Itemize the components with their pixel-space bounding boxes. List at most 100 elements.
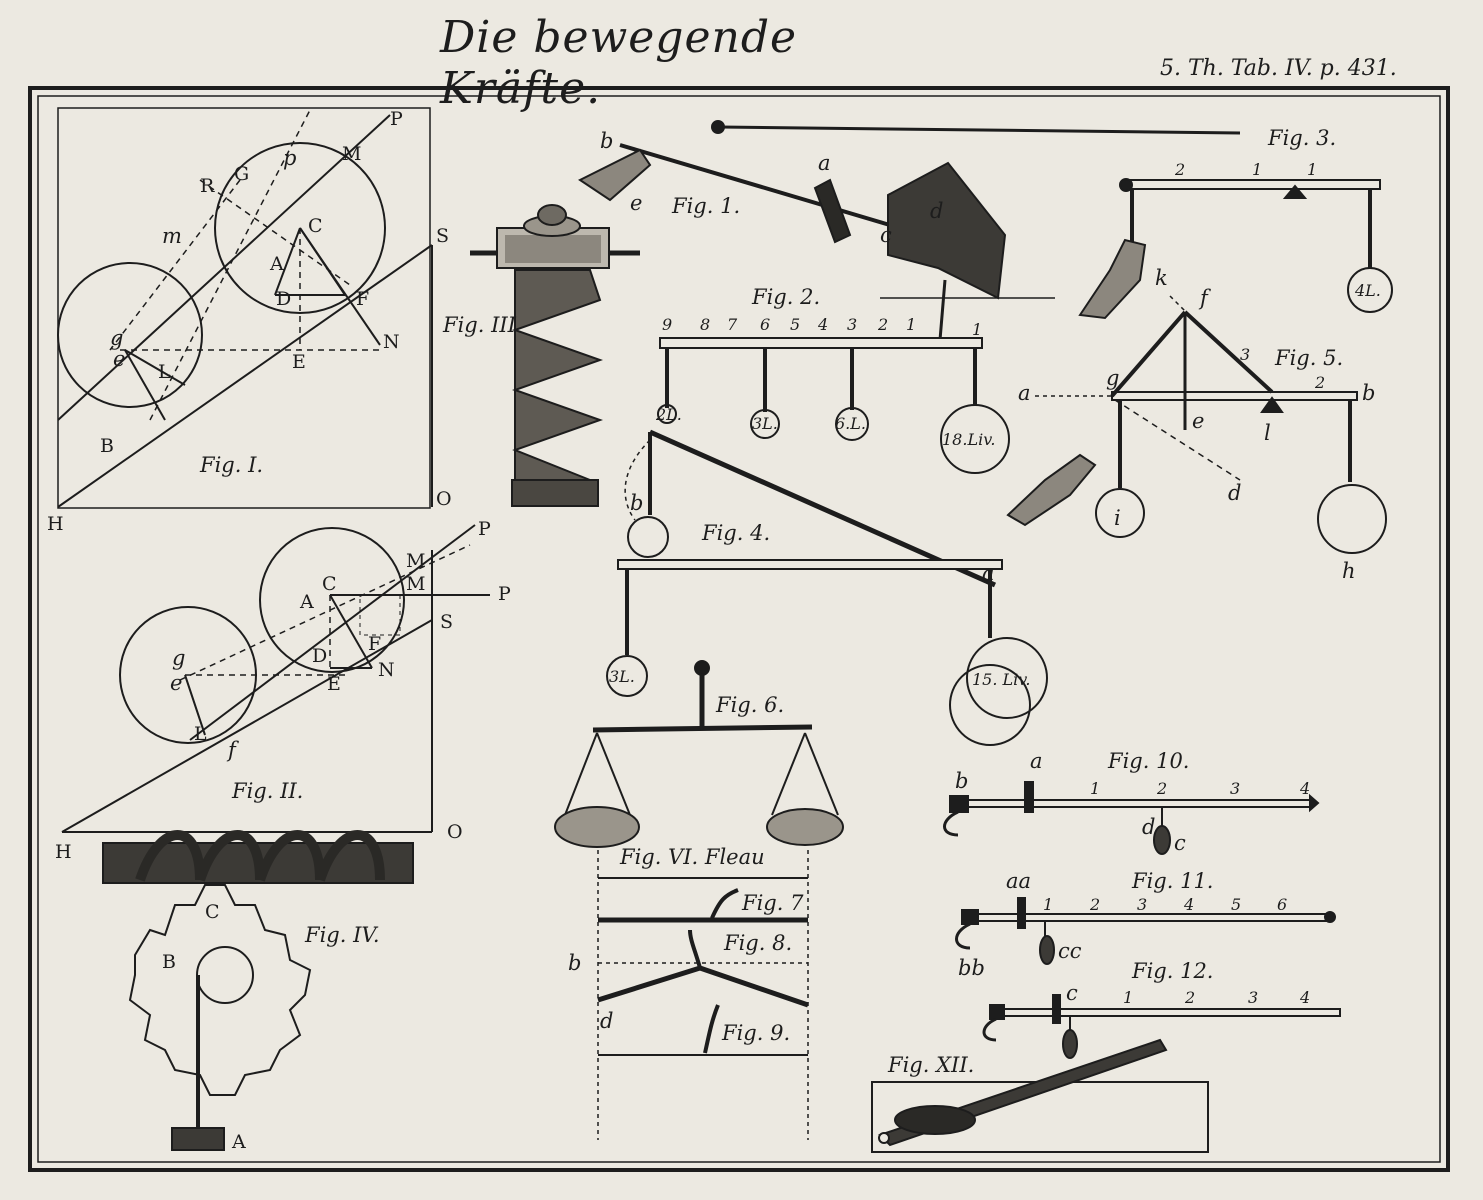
fig-10-steelyard [943, 781, 1320, 855]
fig-2-weight-2L: 2L. [655, 405, 682, 424]
fig-4-weight-15Liv: 15. Liv. [972, 670, 1031, 689]
fig-5-label-a: a [1018, 381, 1031, 405]
fig-2-balance [657, 337, 1010, 474]
fig-7-caption: Fig. 7 [741, 891, 804, 915]
fig-II-label-H: H [55, 841, 72, 863]
fig-11-labels: Fig. 11. aa 1 2 3 4 5 6 bb cc [958, 869, 1287, 980]
fig-5-label-f: f [1198, 286, 1211, 310]
fig-II-label-E: E [327, 673, 341, 695]
fig-11-scale-2: 2 [1089, 895, 1100, 914]
fig-2-scale-2: 2 [877, 315, 888, 334]
fig-2-weight-6L: 6.L. [835, 414, 866, 433]
fig-1-caption: Fig. 1. [671, 194, 740, 218]
fig-10-scale-4: 4 [1299, 779, 1310, 798]
plate-frame-inner [37, 95, 1441, 1163]
fig-11-caption: Fig. 11. [1131, 869, 1213, 893]
fig-II-label-N: N [378, 659, 395, 681]
fig-11-scale-6: 6 [1277, 895, 1287, 914]
fig-4-labels: b a Fig. 4. 3L. 15. Liv. [609, 491, 1031, 689]
fig-5-label-h: h [1342, 559, 1356, 583]
fig-II-label-P1: P [478, 518, 491, 540]
fig-II-label-f: f [226, 738, 239, 762]
fig-II-inclined-plane [61, 524, 490, 833]
fig-5-balance [1006, 295, 1387, 554]
fig-5-label-i: i [1114, 506, 1121, 530]
fig-IV-label-C: C [205, 901, 220, 923]
fig-2-scale-4: 4 [817, 315, 828, 334]
fig-5-label-b: b [1362, 381, 1375, 405]
fig-10-scale-3: 3 [1230, 779, 1240, 798]
fig-5-label-k: k [1155, 266, 1168, 290]
fig-5-caption: Fig. 5. [1274, 346, 1343, 370]
fig-11-scale-5: 5 [1231, 895, 1241, 914]
fig-4-label-b: b [630, 491, 643, 515]
fig-5-label-e: e [1192, 409, 1204, 433]
fig-10-labels: Fig. 10. a b 1 2 3 4 d c [955, 749, 1310, 855]
fig-II-label-M2: M [406, 573, 425, 595]
fig-10-scale-1: 1 [1090, 779, 1100, 798]
fig-5-label-l: l [1264, 421, 1271, 445]
fig-8-label-b: b [568, 951, 581, 975]
fig-I-inclined-plane [57, 107, 433, 509]
fig-10-caption: Fig. 10. [1107, 749, 1189, 773]
fig-I-label-N: N [383, 331, 400, 353]
fig-12-scale-3: 3 [1248, 988, 1258, 1007]
fig-III-caption: Fig. III [442, 313, 517, 337]
fig-4-balance [606, 429, 1048, 746]
fig-11-label-bb: bb [958, 956, 985, 980]
fig-II-label-S: S [440, 611, 453, 633]
fig-I-label-p: p [283, 146, 296, 170]
fig-4-weight-3L: 3L. [609, 667, 635, 686]
fig-3-scale-1a: 1 [1252, 160, 1262, 179]
fig-I-label-g: g [110, 326, 123, 350]
fig-III-screw [470, 204, 640, 507]
fig-I-label-F: F [356, 288, 369, 310]
fig-II-label-D: D [312, 645, 327, 667]
fig-I-label-P: P [390, 108, 403, 130]
fig-1-label-e: e [630, 191, 642, 215]
fig-2-labels: Fig. 2. 9 8 7 6 5 4 3 2 1 1 2L. 3L. 6.L.… [655, 285, 995, 449]
fig-II-labels: P M M P C A S D F N E g e L f H O Fig. I… [55, 518, 511, 863]
fig-2-scale-9: 9 [662, 315, 672, 334]
fig-I-label-A: A [269, 253, 284, 275]
fig-IV-label-B: B [162, 951, 176, 973]
fig-I-label-e: e [113, 347, 125, 371]
fig-VI-caption: Fig. VI. Fleau [619, 845, 765, 869]
fig-12-scale-4: 4 [1299, 988, 1310, 1007]
fig-2-scale-1b: 1 [972, 320, 982, 339]
fig-8-caption: Fig. 8. [723, 931, 792, 955]
fig-I-label-m: m [162, 224, 182, 248]
fig-II-label-M1: M [406, 550, 425, 572]
fig-I-label-E: E [292, 351, 306, 373]
fig-II-label-C: C [322, 573, 337, 595]
fig-2-weight-18Liv: 18.Liv. [942, 430, 995, 449]
fig-6-caption: Fig. 6. [715, 693, 784, 717]
fig-VI-to-9-labels: Fig. VI. Fleau Fig. 7 Fig. 8. b d Fig. 9… [568, 845, 804, 1045]
fig-4-caption: Fig. 4. [701, 521, 770, 545]
fig-3-scale-1b: 1 [1307, 160, 1317, 179]
fig-4-label-a: a [982, 561, 995, 585]
fig-II-label-O: O [447, 821, 463, 843]
fig-I-label-H: H [47, 513, 64, 535]
fig-1-label-b: b [600, 129, 613, 153]
fig-I-label-C: C [308, 215, 323, 237]
fig-IV-labels: C B A Fig. IV. [162, 901, 380, 1153]
fig-II-label-F: F [368, 633, 381, 655]
fig-5-labels: k f 3 2 a g b e l d i h Fig. 5. [1018, 266, 1375, 583]
fig-1-label-a: a [818, 151, 831, 175]
fig-2-scale-1a: 1 [906, 315, 916, 334]
fig-II-label-L: L [194, 723, 207, 745]
fig-5-label-d: d [1228, 481, 1241, 505]
fig-1-labels: b a d c e Fig. 1. [600, 129, 943, 247]
fig-II-label-e: e [170, 671, 182, 695]
fig-10-label-d: d [1142, 815, 1155, 839]
fig-XII-steelyard-in-box [871, 1038, 1209, 1153]
fig-I-label-O: O [436, 488, 452, 510]
fig-8-label-d: d [600, 1009, 613, 1033]
plate-frame-outer [28, 86, 1450, 1172]
fig-3-scale-2: 2 [1174, 160, 1185, 179]
fig-6-scale [554, 660, 844, 848]
fig-2-weight-3L: 3L. [752, 414, 778, 433]
fig-10-label-b: b [955, 769, 968, 793]
fig-I-caption: Fig. I. [199, 453, 263, 477]
